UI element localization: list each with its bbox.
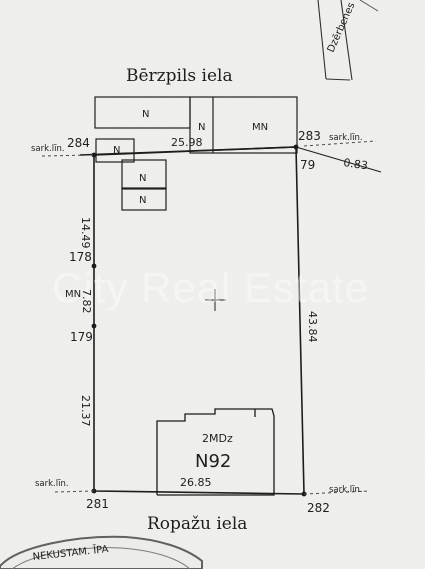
survey-point-179 <box>91 323 97 329</box>
building-stack-lower <box>121 187 167 211</box>
label-n-small-left: N <box>113 145 120 156</box>
dimension-right: 43.84 <box>306 311 319 343</box>
survey-point-178 <box>91 263 97 269</box>
watermark: City Real Estate <box>52 264 369 311</box>
building-stack-upper <box>121 159 167 190</box>
red-line-top <box>79 146 297 156</box>
point-label-179: 179 <box>70 330 93 344</box>
sark-top-left: sark.līn. <box>31 144 65 154</box>
label-mn-top: MN <box>252 122 268 133</box>
official-stamp: NEKUSTAM. ĪPA <box>0 535 203 569</box>
sark-bottom-right: sark.līn. <box>329 485 363 495</box>
center-cross <box>205 289 226 311</box>
dimension-bottom: 26.85 <box>180 476 212 489</box>
survey-points <box>91 144 307 497</box>
sark-bottom-left: sark.līn. <box>35 479 69 489</box>
top-buildings <box>94 96 298 211</box>
dimension-left-lower: 21.37 <box>79 395 92 427</box>
red-line-extensions <box>41 140 377 495</box>
street-bottom-label: Ropažu iela <box>147 514 247 534</box>
building-small-left <box>95 138 135 163</box>
dimension-left-upper: 14.49 <box>79 217 92 249</box>
label-n-top-left: N <box>142 109 149 120</box>
survey-point-284 <box>91 152 97 158</box>
point-label-178: 178 <box>69 250 92 264</box>
survey-point-281 <box>91 488 97 494</box>
point-label-79: 79 <box>300 158 315 172</box>
label-n-stack-upper: N <box>139 173 146 184</box>
point-label-281: 281 <box>86 497 109 511</box>
label-mn-left: MN <box>65 289 81 300</box>
street-top-label: Bērzpils iela <box>126 66 233 86</box>
point-label-283: 283 <box>298 129 321 143</box>
survey-point-283 <box>293 144 299 150</box>
label-building-number: N92 <box>195 451 231 472</box>
dimension-top: 25.98 <box>171 136 203 149</box>
point-label-284: 284 <box>67 136 90 150</box>
building-n92-outline <box>156 408 275 496</box>
label-building-type: 2MDz <box>202 432 233 445</box>
building-n92 <box>156 408 275 496</box>
top-right-street-strip <box>317 0 379 81</box>
sark-top-right: sark.līn. <box>329 133 363 143</box>
point-label-282: 282 <box>307 501 330 515</box>
label-n-top-middle: N <box>198 122 205 133</box>
offset-line-right <box>295 146 382 173</box>
dimension-left-middle: 7.82 <box>80 289 93 314</box>
building-top-right-outer <box>189 96 298 154</box>
dimension-small-offset: 0.83 <box>343 156 369 172</box>
label-n-stack-lower: N <box>139 195 146 206</box>
